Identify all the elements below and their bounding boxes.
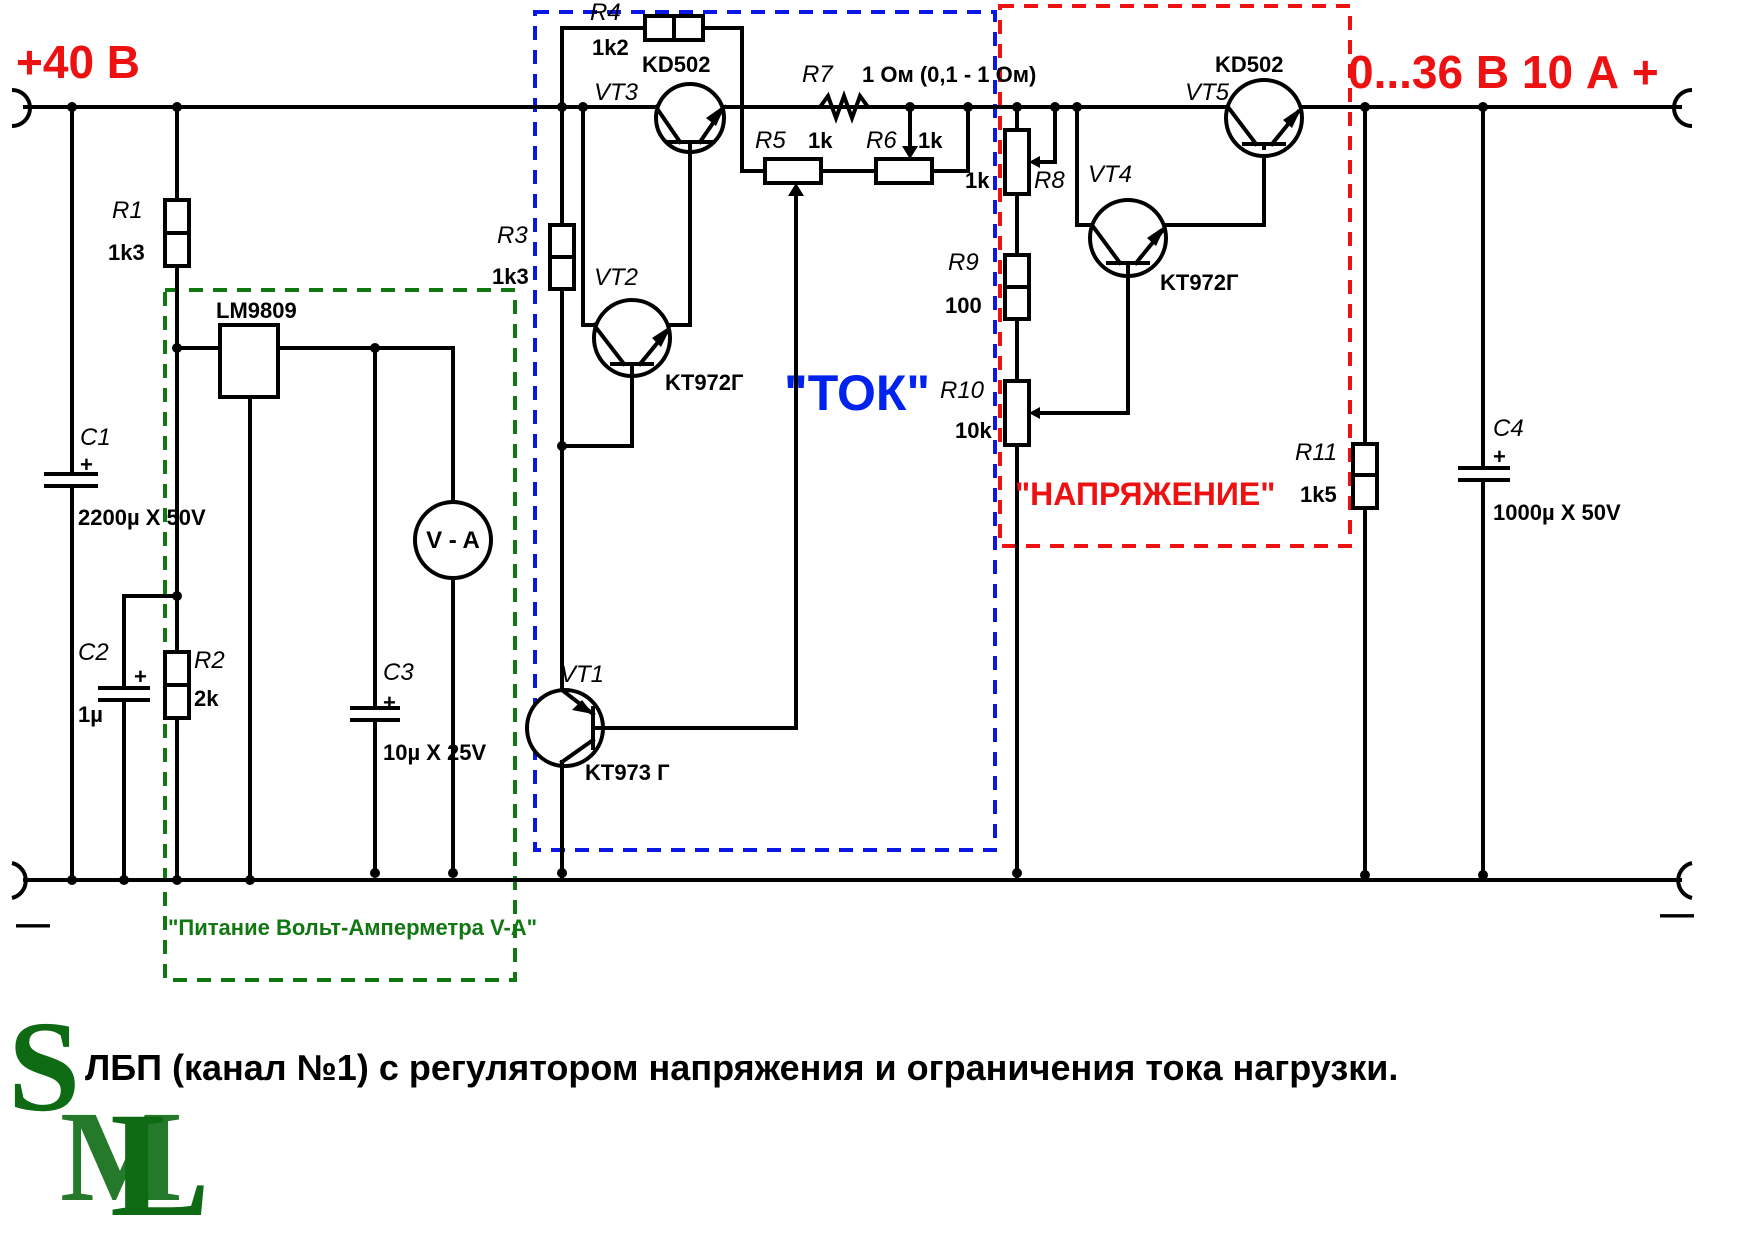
- r7-ref: R7: [802, 61, 834, 88]
- logo-letter-l: L: [110, 1082, 210, 1240]
- output-voltage-label: 0...36 В 10 А +: [1348, 46, 1659, 98]
- c3-plus: +: [383, 690, 396, 715]
- vt4-part: KT972Г: [1160, 270, 1239, 295]
- vt5-part: KD502: [1215, 52, 1283, 77]
- r1-ref: R1: [112, 197, 143, 224]
- current-region-box: [533, 10, 997, 852]
- vt3-ref: VT3: [594, 79, 639, 106]
- r1-value: 1k3: [108, 240, 145, 265]
- capacitor-c4: [1458, 102, 1510, 882]
- c4-value: 1000µ X 50V: [1493, 500, 1621, 525]
- c4-plus: +: [1493, 444, 1506, 469]
- vt2-part: KT972Г: [665, 370, 744, 395]
- r5-ref: R5: [755, 127, 786, 154]
- resistor-r6: [874, 105, 970, 185]
- r4-ref: R4: [590, 0, 621, 26]
- current-region-label: "ТОК": [784, 365, 930, 421]
- input-voltage-label: +40 В: [16, 36, 140, 88]
- r3-ref: R3: [497, 222, 528, 249]
- resistor-r9: [1003, 192, 1031, 383]
- resistor-r8: [1003, 102, 1082, 196]
- input-plus-terminal-icon[interactable]: [11, 88, 32, 128]
- r6-ref: R6: [866, 127, 897, 154]
- regulator-lm9809: [172, 323, 455, 885]
- sml-logo: S M L: [8, 995, 210, 1240]
- r2-value: 2k: [194, 686, 219, 711]
- volt-ammeter: [413, 346, 493, 878]
- c2-value: 1µ: [78, 702, 103, 727]
- r8-value: 1k: [965, 168, 990, 193]
- capacitor-c2: [98, 594, 179, 885]
- c3-value: 10µ X 25V: [383, 740, 487, 765]
- r11-value: 1k5: [1300, 482, 1337, 507]
- r8-ref: R8: [1034, 167, 1065, 194]
- r11-ref: R11: [1295, 439, 1337, 466]
- input-minus-terminal-icon[interactable]: [11, 861, 28, 900]
- output-plus-terminal-icon[interactable]: [1672, 88, 1693, 128]
- lm9809-label: LM9809: [216, 298, 297, 323]
- r7-value: 1 Ом (0,1 - 1 Ом): [862, 62, 1036, 87]
- capacitor-c1: [44, 102, 98, 885]
- resistor-r10: [1003, 379, 1040, 882]
- c2-ref: C2: [78, 639, 109, 666]
- r3-value: 1k3: [492, 264, 529, 289]
- voltage-region-box: [998, 4, 1352, 548]
- meter-supply-region-box: [163, 288, 517, 982]
- r6-value: 1k: [918, 128, 943, 153]
- resistor-r11: [1351, 102, 1379, 882]
- resistor-r4: [560, 14, 744, 109]
- vt3-part: KD502: [642, 52, 710, 77]
- resistor-r2: [163, 591, 191, 885]
- c1-ref: C1: [80, 424, 111, 451]
- transistor-vt2: [560, 105, 692, 448]
- page-title: ЛБП (канал №1) с регулятором напряжения …: [85, 1047, 1398, 1088]
- voltage-region-label: "НАПРЯЖЕНИЕ": [1015, 476, 1275, 512]
- resistor-r5: [740, 105, 878, 196]
- meter-supply-label: "Питание Вольт-Амперметра V-A": [168, 915, 537, 940]
- output-minus-label: —: [1660, 895, 1694, 933]
- vt1-ref: VT1: [560, 661, 604, 688]
- r9-value: 100: [945, 293, 982, 318]
- logo-letter-m: M: [60, 1085, 183, 1229]
- transistor-vt4: [1038, 105, 1266, 415]
- r5-value: 1k: [808, 128, 833, 153]
- transistor-vt5: [1224, 78, 1304, 158]
- r4-value: 1k2: [592, 35, 629, 60]
- c3-ref: C3: [383, 659, 414, 686]
- input-minus-label: —: [16, 905, 50, 943]
- c1-plus: +: [80, 452, 93, 477]
- c1-value: 2200µ X 50V: [78, 505, 206, 530]
- vt5-ref: VT5: [1185, 79, 1230, 106]
- va-meter-label: V - A: [426, 527, 480, 554]
- r9-ref: R9: [948, 249, 979, 276]
- c2-plus: +: [134, 664, 147, 689]
- r10-ref: R10: [940, 377, 985, 404]
- transistor-vt1: [525, 188, 798, 882]
- resistor-r3: [548, 102, 576, 692]
- vt2-ref: VT2: [594, 264, 638, 291]
- c4-ref: C4: [1493, 415, 1524, 442]
- logo-letter-s: S: [8, 995, 80, 1139]
- r2-ref: R2: [194, 647, 225, 674]
- resistor-r1: [163, 102, 191, 662]
- vt4-ref: VT4: [1088, 161, 1132, 188]
- output-minus-terminal-icon[interactable]: [1676, 861, 1693, 900]
- r10-value: 10k: [955, 418, 992, 443]
- capacitor-c3: [350, 343, 400, 878]
- vt1-part: KT973 Г: [585, 760, 670, 785]
- transistor-vt3: [578, 82, 726, 322]
